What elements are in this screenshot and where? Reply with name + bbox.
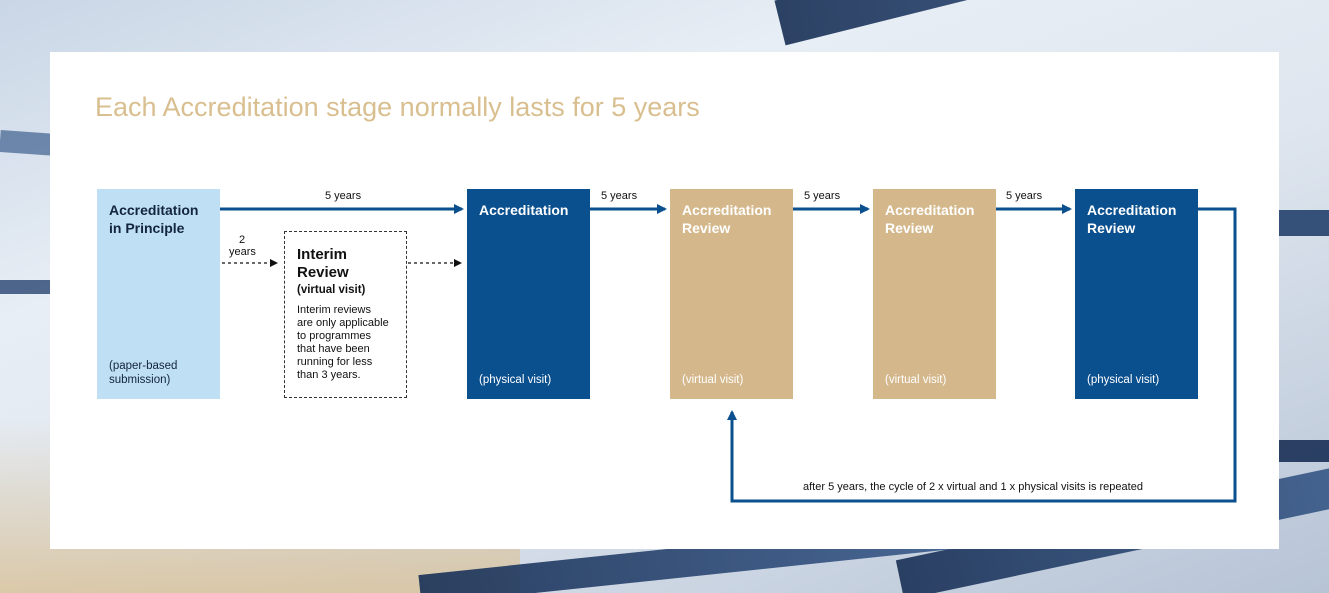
stage-footer-line: (virtual visit): [682, 374, 744, 386]
interim-note-line: than 3 years.: [297, 369, 361, 381]
stage-title-line: Review: [885, 220, 934, 236]
interim-subtitle: (virtual visit): [297, 284, 366, 296]
stage-accreditation-in-principle: Accreditation in Principle (paper-based su…: [97, 189, 220, 399]
interim-title-line: Review: [297, 264, 349, 281]
interim-title-line: Interim: [297, 246, 348, 263]
interim-note-line: to programmes: [297, 330, 371, 342]
stage-accreditation: Accreditation (physical visit): [467, 189, 590, 399]
label-2-years: 2 years: [229, 234, 256, 258]
label-2-years-line: 2: [238, 234, 246, 246]
stage-title-line: in Principle: [109, 220, 185, 236]
stage-footer-line: (physical visit): [1087, 374, 1160, 386]
stage-title-line: Review: [1087, 220, 1136, 236]
label-5-years-a: 5 years: [601, 190, 638, 202]
interim-note: Interim reviews are only applicable to p…: [297, 304, 394, 382]
label-5-years-main: 5 years: [325, 190, 362, 202]
stage-title-line: Accreditation: [1087, 202, 1177, 218]
stage-footer-line: (virtual visit): [885, 374, 947, 386]
stage-title-line: Accreditation: [479, 202, 569, 218]
content-panel: [50, 52, 1279, 549]
cycle-note: after 5 years, the cycle of 2 x virtual …: [803, 481, 1143, 493]
page-title: Each Accreditation stage normally lasts …: [95, 92, 700, 122]
interim-note-line: are only applicable: [297, 317, 389, 329]
label-2-years-line: years: [229, 246, 256, 258]
label-5-years-c: 5 years: [1006, 190, 1043, 202]
stage-footer-line: (physical visit): [479, 374, 552, 386]
interim-note-line: that have been: [297, 343, 370, 355]
stage-title-line: Accreditation: [885, 202, 975, 218]
stage-title-line: Accreditation: [682, 202, 772, 218]
stage-title-line: Review: [682, 220, 731, 236]
interim-note-line: Interim reviews: [297, 304, 371, 316]
stage-footer-line: submission): [109, 374, 171, 386]
interim-note-line: running for less: [297, 356, 373, 368]
stage-footer-line: (paper-based: [109, 360, 178, 372]
arrow-cycle-loop: [727, 207, 1237, 503]
stage-title-line: Accreditation: [109, 202, 199, 218]
label-5-years-b: 5 years: [804, 190, 841, 202]
